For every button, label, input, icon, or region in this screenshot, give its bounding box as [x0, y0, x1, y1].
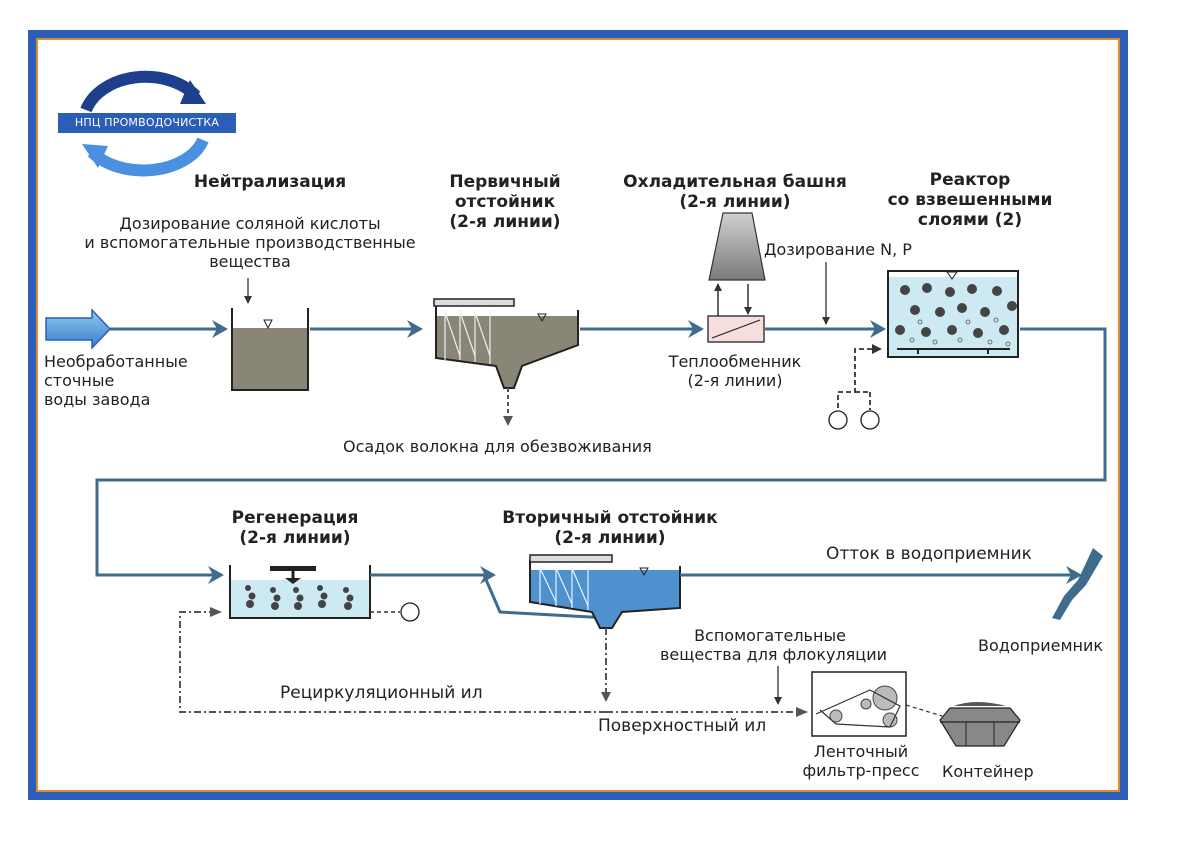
blower-2: [860, 410, 880, 430]
reactor-line-1: Реактор: [929, 170, 1011, 190]
frame-inner: [36, 38, 1120, 792]
hcl-dosing-line-1: Дозирование соляной кислоты: [119, 214, 381, 233]
belt-press-label: Ленточный фильтр-пресс: [796, 742, 926, 780]
regeneration-tank: [229, 565, 420, 622]
container: [939, 702, 1021, 747]
logo: [80, 70, 209, 177]
regeneration-blower: [400, 602, 420, 622]
belt-press-line-1: Ленточный: [813, 742, 909, 761]
frame-outer: [28, 30, 1128, 800]
hcl-dosing-line-3: вещества: [209, 252, 291, 271]
regeneration-label: Регенерация (2-я линии): [210, 508, 380, 548]
cooling-tower-label: Охладительная башня (2-я линии): [610, 172, 860, 212]
raw-water-line-2: сточные: [44, 371, 115, 390]
sludge-lines: [179, 611, 800, 713]
regeneration-line-1: Регенерация: [231, 508, 359, 528]
cooling-tower: [708, 212, 766, 316]
primary-settler-label: Первичный отстойник (2-я линии): [420, 172, 590, 232]
outflow-label: Отток в водоприемник: [826, 544, 1032, 564]
np-dosing-label: Дозирование N, P: [764, 240, 912, 259]
reactor: [828, 270, 1019, 430]
logo-text: НПЦ ПРОМВОДОЧИСТКА: [58, 113, 236, 133]
cooling-tower-line-1: Охладительная башня: [623, 172, 847, 192]
blower-1: [828, 410, 848, 430]
heat-exchanger-line-2: (2-я линии): [687, 371, 783, 390]
raw-water-line-1: Необработанные: [44, 352, 188, 371]
fiber-sludge-label: Осадок волокна для обезвоживания: [343, 437, 652, 456]
heat-exchanger-line-1: Теплообменник: [668, 352, 802, 371]
neutralization-tank: [231, 278, 309, 391]
pipe-regen-to-secondary: [370, 573, 609, 620]
pipe-arrowheads: [208, 320, 886, 584]
recirculation-label: Рециркуляционный ил: [280, 683, 483, 703]
secondary-settler: [529, 554, 681, 629]
heat-exchanger-label: Теплообменник (2-я линии): [660, 352, 810, 390]
raw-water-line-3: воды завода: [44, 390, 151, 409]
inflow-arrow: [45, 308, 112, 350]
secondary-settler-line-2: (2-я линии): [554, 528, 666, 548]
belt-press-line-2: фильтр-пресс: [802, 761, 920, 780]
receiver-label: Водоприемник: [978, 636, 1104, 655]
primary-settler-line-2: отстойник: [454, 192, 556, 212]
regeneration-line-2: (2-я линии): [239, 528, 351, 548]
heat-exchanger: [707, 315, 765, 343]
raw-water-label: Необработанные сточные воды завода: [44, 352, 188, 409]
flocculants-label: Вспомогательные вещества для флокуляции: [660, 626, 887, 664]
primary-settler: [433, 298, 579, 426]
pipeline-row1: [95, 327, 1107, 577]
hcl-dosing-label: Дозирование соляной кислоты и вспомогате…: [60, 214, 440, 271]
flocculants-line-2: вещества для флокуляции: [660, 645, 887, 664]
cooling-tower-line-2: (2-я линии): [679, 192, 791, 212]
secondary-settler-line-1: Вторичный отстойник: [502, 508, 718, 528]
primary-settler-line-3: (2-я линии): [449, 212, 561, 232]
neutralization-label: Нейтрализация: [193, 172, 347, 192]
logo-arc-bottom: [87, 137, 209, 177]
reactor-label: Реактор со взвешенными слоями (2): [870, 170, 1070, 230]
receiver-river: [1052, 548, 1103, 620]
logo-arc-top: [80, 70, 201, 113]
container-label: Контейнер: [942, 762, 1034, 781]
secondary-settler-label: Вторичный отстойник (2-я линии): [480, 508, 740, 548]
flocculants-line-1: Вспомогательные: [694, 626, 846, 645]
surface-sludge-label: Поверхностный ил: [598, 716, 767, 736]
reactor-line-2: со взвешенными: [887, 190, 1053, 210]
reactor-line-3: слоями (2): [917, 210, 1023, 230]
hcl-dosing-line-2: и вспомогательные производственные: [84, 233, 416, 252]
primary-settler-line-1: Первичный: [449, 172, 561, 192]
belt-filter-press: [811, 671, 943, 737]
